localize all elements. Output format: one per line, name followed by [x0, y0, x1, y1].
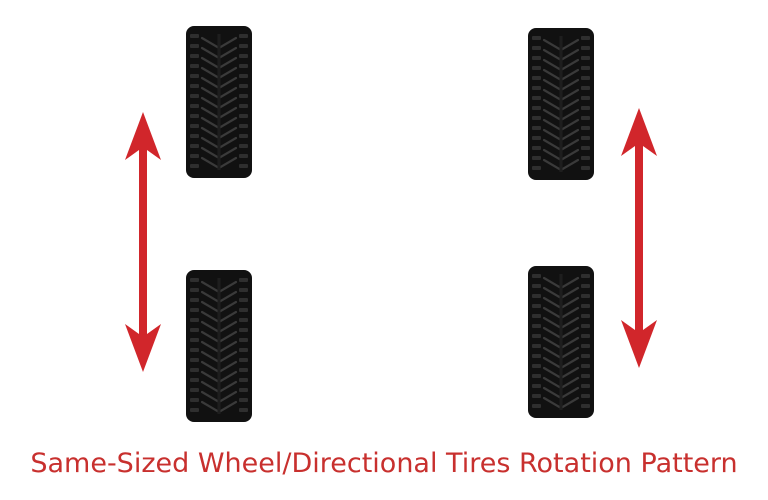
left-rotation-arrow	[125, 112, 161, 372]
diagram-caption: Same-Sized Wheel/Directional Tires Rotat…	[30, 448, 738, 479]
rotation-diagram	[125, 24, 657, 424]
right-rear-tire	[526, 264, 596, 420]
left-front-tire	[184, 24, 254, 180]
right-front-tire	[526, 26, 596, 182]
left-rear-tire	[184, 268, 254, 424]
right-rotation-arrow	[621, 108, 657, 368]
